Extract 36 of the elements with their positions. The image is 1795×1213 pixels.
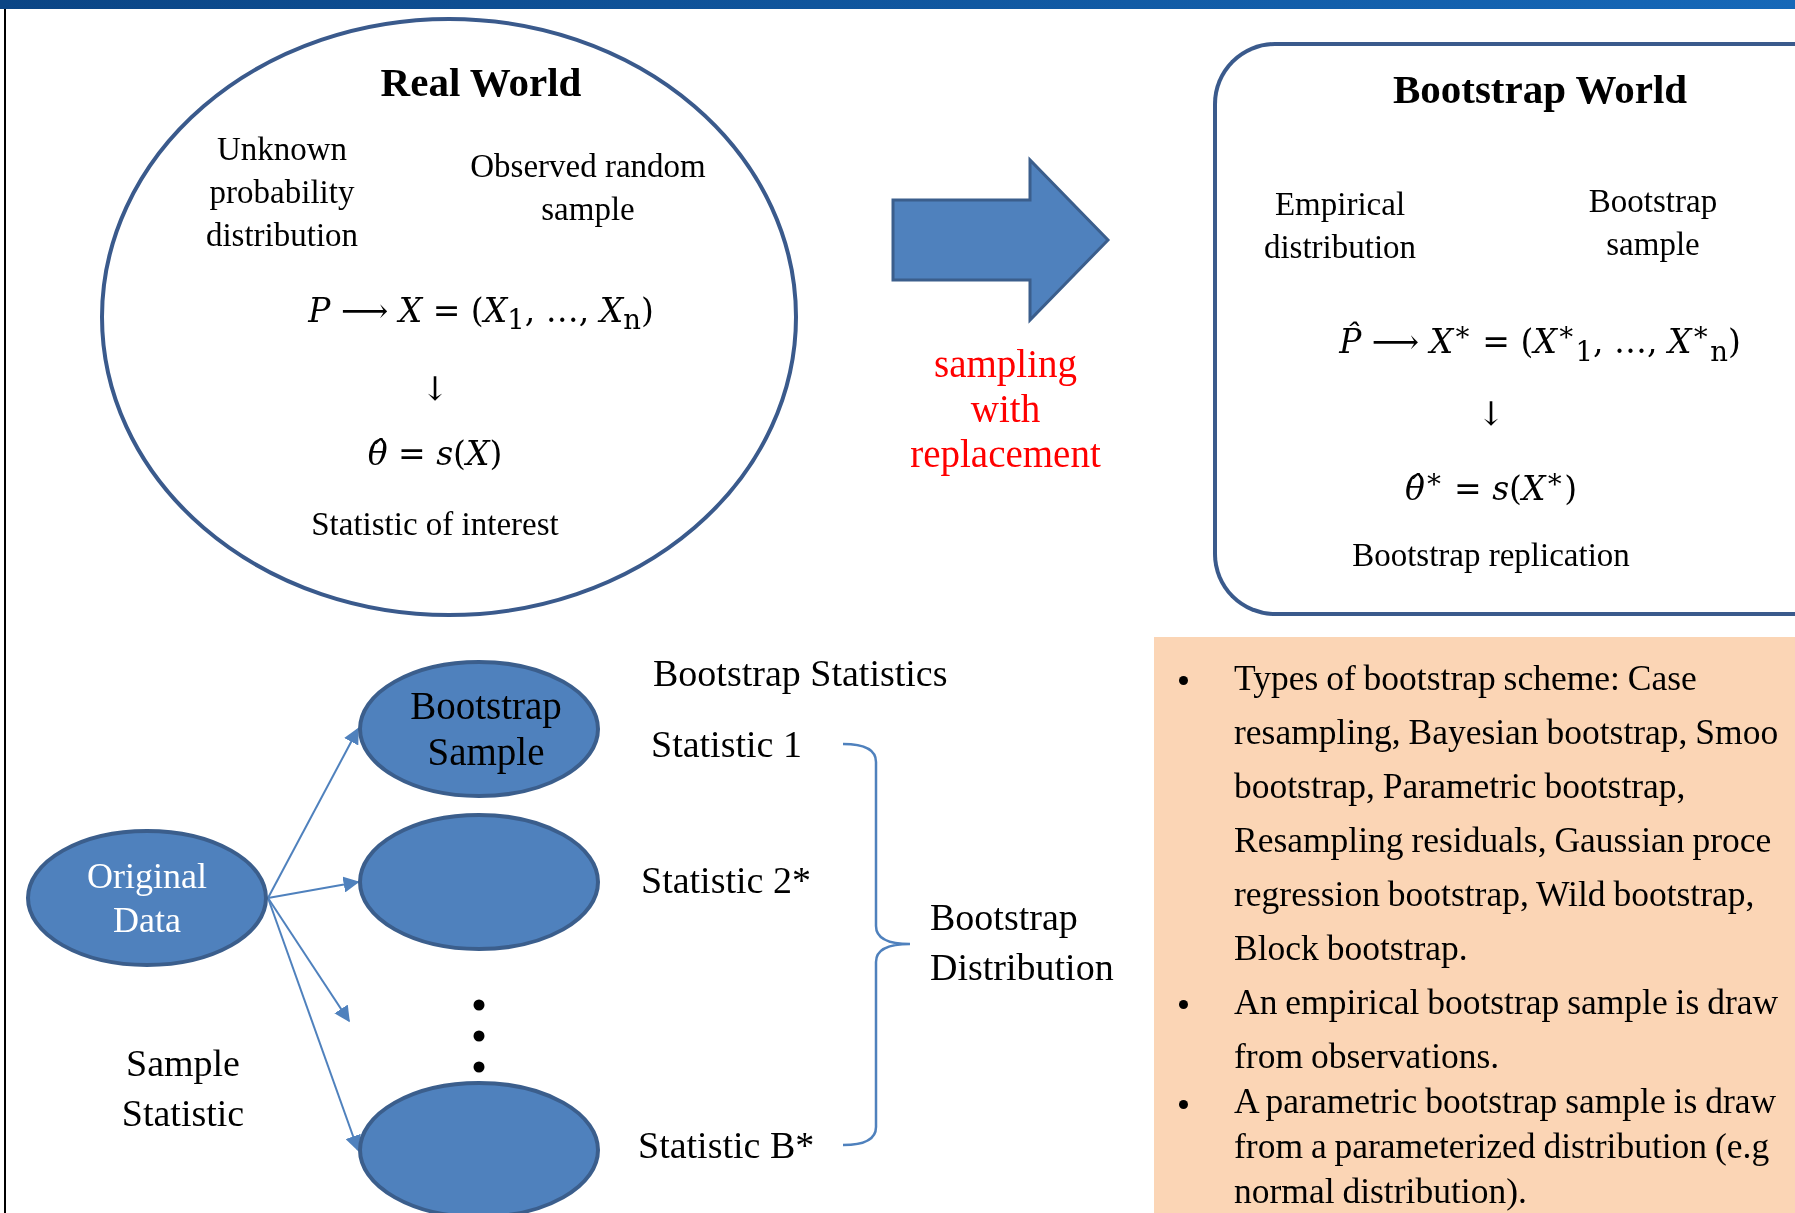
arrow — [267, 897, 350, 1023]
bullet-text: Types of bootstrap scheme: Case resampling, Bayesian bootstrap, Smoo bootstrap, Parametric bootstrap, Resampling residuals, Gaussian proce regression bootstrap, Wild bootstrap, Block bootstrap. — [1234, 657, 1780, 970]
statistic-caption: Sample Statistic — [120, 1041, 246, 1136]
description-text: Bootstrap sample — [1587, 182, 1719, 264]
arrow — [267, 727, 359, 899]
node-label: Original Data — [86, 855, 208, 942]
world-heading: Real World — [379, 58, 583, 106]
block-arrow — [891, 156, 1111, 324]
arrow — [267, 876, 360, 899]
edge-label: sampling with replacement — [909, 340, 1102, 476]
description-text: Unknown probability distribution — [204, 129, 360, 255]
sample-ellipse — [358, 660, 600, 798]
description-text: Statistic of interest — [310, 504, 560, 544]
description-text: Observed random sample — [469, 147, 707, 229]
statistic-label: Statistic 2* — [641, 858, 811, 903]
bullet-text: An empirical bootstrap sample is draw from observations. — [1234, 981, 1780, 1078]
sample-ellipse — [358, 813, 600, 951]
notes-panel — [1154, 637, 1795, 1213]
world-panel — [1213, 42, 1795, 616]
world-ellipse — [100, 17, 798, 617]
node-label: Bootstrap Sample — [409, 683, 563, 775]
statistic-label: Statistic B* — [638, 1123, 815, 1168]
formula-text: P ⟶ X = (X$_{1}$, …, X$_{n}$) — [306, 289, 655, 338]
world-heading: Bootstrap World — [1391, 65, 1689, 113]
distribution-label: Bootstrap Distribution — [930, 895, 1115, 990]
statistic-label: Statistic 1 — [651, 722, 802, 767]
data-ellipse — [26, 829, 268, 967]
column-heading: Bootstrap Statistics — [653, 651, 948, 696]
description-text: Bootstrap replication — [1351, 535, 1631, 575]
formula-text: ↓ — [1476, 393, 1506, 435]
formula-text: θ̂$^{∗}$ = s(X$^{∗}$) — [1403, 460, 1579, 510]
description-text: Empirical distribution — [1262, 185, 1418, 267]
formula-text: θ̂ = s(X) — [366, 433, 504, 475]
formula-text: P̂ ⟶ X$^{∗}$ = (X$^{∗}$$_{1}$, …, X$^{∗}$$_{n}$) — [1337, 314, 1742, 369]
formula-text: ↓ — [420, 368, 450, 410]
bullet-text: A parametric bootstrap sample is draw from a parameterized distribution (e.g normal distribution). — [1234, 1080, 1778, 1213]
